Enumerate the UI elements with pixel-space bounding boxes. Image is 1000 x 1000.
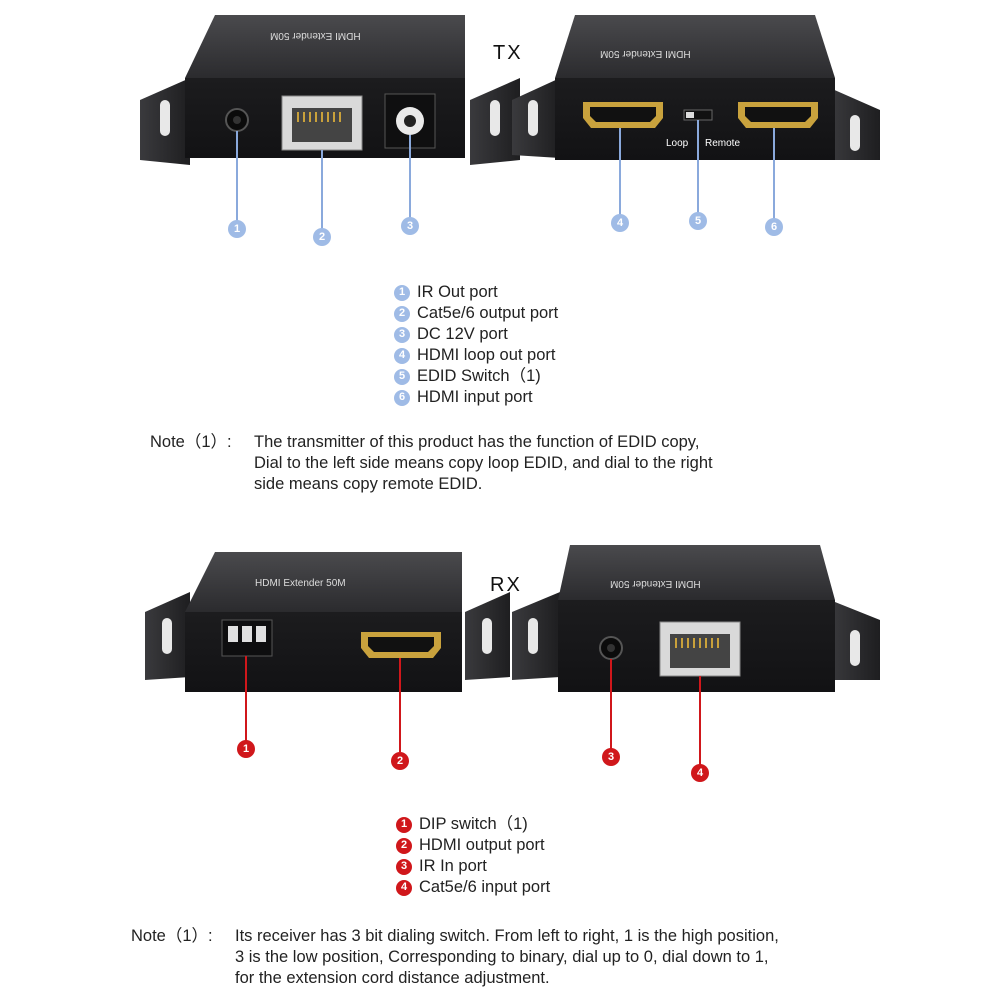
legend-number-badge: 4 — [394, 347, 410, 364]
tx-legend: 1 IR Out port 2 Cat5e/6 output port 3 DC 12… — [394, 282, 558, 408]
tx-marker-3: 3 — [401, 217, 419, 235]
legend-label: HDMI output port — [419, 836, 545, 854]
legend-number-badge: 6 — [394, 389, 410, 406]
tx-marker-5: 5 — [689, 212, 707, 230]
rx-left-device-label: HDMI Extender 50M — [255, 578, 346, 589]
legend-number-badge: 2 — [396, 837, 412, 854]
note-prefix: Note（1）: — [150, 433, 232, 451]
rx-leader-lines — [245, 656, 701, 765]
note-line: side means copy remote EDID. — [254, 475, 483, 493]
legend-label: HDMI loop out port — [417, 346, 556, 364]
legend-number-badge: 5 — [394, 368, 410, 385]
legend-number-badge: 4 — [396, 879, 412, 896]
note-line: Its receiver has 3 bit dialing switch. F… — [235, 927, 779, 945]
legend-number-badge: 3 — [394, 326, 410, 343]
legend-item: 4 HDMI loop out port — [394, 345, 558, 366]
legend-item: 2 Cat5e/6 output port — [394, 303, 558, 324]
legend-item: 1 IR Out port — [394, 282, 558, 303]
rx-title: RX — [490, 574, 522, 596]
legend-label: IR In port — [419, 857, 487, 875]
tx-rear-unit — [140, 15, 520, 165]
legend-label: EDID Switch（1) — [417, 367, 541, 385]
tx-marker-2: 2 — [313, 228, 331, 246]
legend-item: 6 HDMI input port — [394, 387, 558, 408]
note-line: Dial to the left side means copy loop ED… — [254, 454, 713, 472]
legend-item: 5 EDID Switch（1) — [394, 366, 558, 387]
note-line: The transmitter of this product has the … — [254, 433, 700, 451]
note-line: 3 is the low position, Corresponding to … — [235, 948, 769, 966]
legend-item: 4 Cat5e/6 input port — [396, 877, 550, 898]
rx-right-unit — [512, 545, 880, 692]
legend-label: Cat5e/6 output port — [417, 304, 559, 322]
rx-left-unit — [145, 552, 510, 692]
tx-front-device-label: HDMI Extender 50M — [600, 48, 691, 59]
tx-note: Note（1）: The transmitter of this product… — [150, 432, 713, 493]
rx-marker-2: 2 — [391, 752, 409, 770]
tx-leader-lines — [236, 120, 775, 236]
legend-number-badge: 2 — [394, 305, 410, 322]
legend-label: Cat5e/6 input port — [419, 878, 551, 896]
tx-title: TX — [493, 42, 523, 64]
legend-number-badge: 3 — [396, 858, 412, 875]
rx-marker-4: 4 — [691, 764, 709, 782]
legend-label: HDMI input port — [417, 388, 533, 406]
note-line: for the extension cord distance adjustme… — [235, 969, 550, 987]
tx-marker-6: 6 — [765, 218, 783, 236]
rx-note: Note（1）: Its receiver has 3 bit dialing … — [131, 926, 779, 987]
rx-marker-3: 3 — [602, 748, 620, 766]
tx-rear-device-label: HDMI Extender 50M — [270, 30, 361, 41]
legend-item: 2 HDMI output port — [396, 835, 550, 856]
rx-marker-1: 1 — [237, 740, 255, 758]
rx-legend: 1 DIP switch（1) 2 HDMI output port 3 IR In … — [396, 814, 550, 898]
legend-label: IR Out port — [417, 283, 498, 301]
legend-item: 1 DIP switch（1) — [396, 814, 550, 835]
legend-label: DC 12V port — [417, 325, 508, 343]
legend-number-badge: 1 — [396, 816, 412, 833]
legend-item: 3 IR In port — [396, 856, 550, 877]
tx-marker-4: 4 — [611, 214, 629, 232]
note-prefix: Note（1）: — [131, 927, 213, 945]
rx-right-device-label: HDMI Extender 50M — [610, 578, 701, 589]
tx-marker-1: 1 — [228, 220, 246, 238]
legend-label: DIP switch（1) — [419, 815, 528, 833]
legend-item: 3 DC 12V port — [394, 324, 558, 345]
switch-label-remote: Remote — [705, 138, 741, 149]
legend-number-badge: 1 — [394, 284, 410, 301]
tx-front-unit — [512, 15, 880, 160]
switch-label-loop: Loop — [666, 138, 689, 149]
